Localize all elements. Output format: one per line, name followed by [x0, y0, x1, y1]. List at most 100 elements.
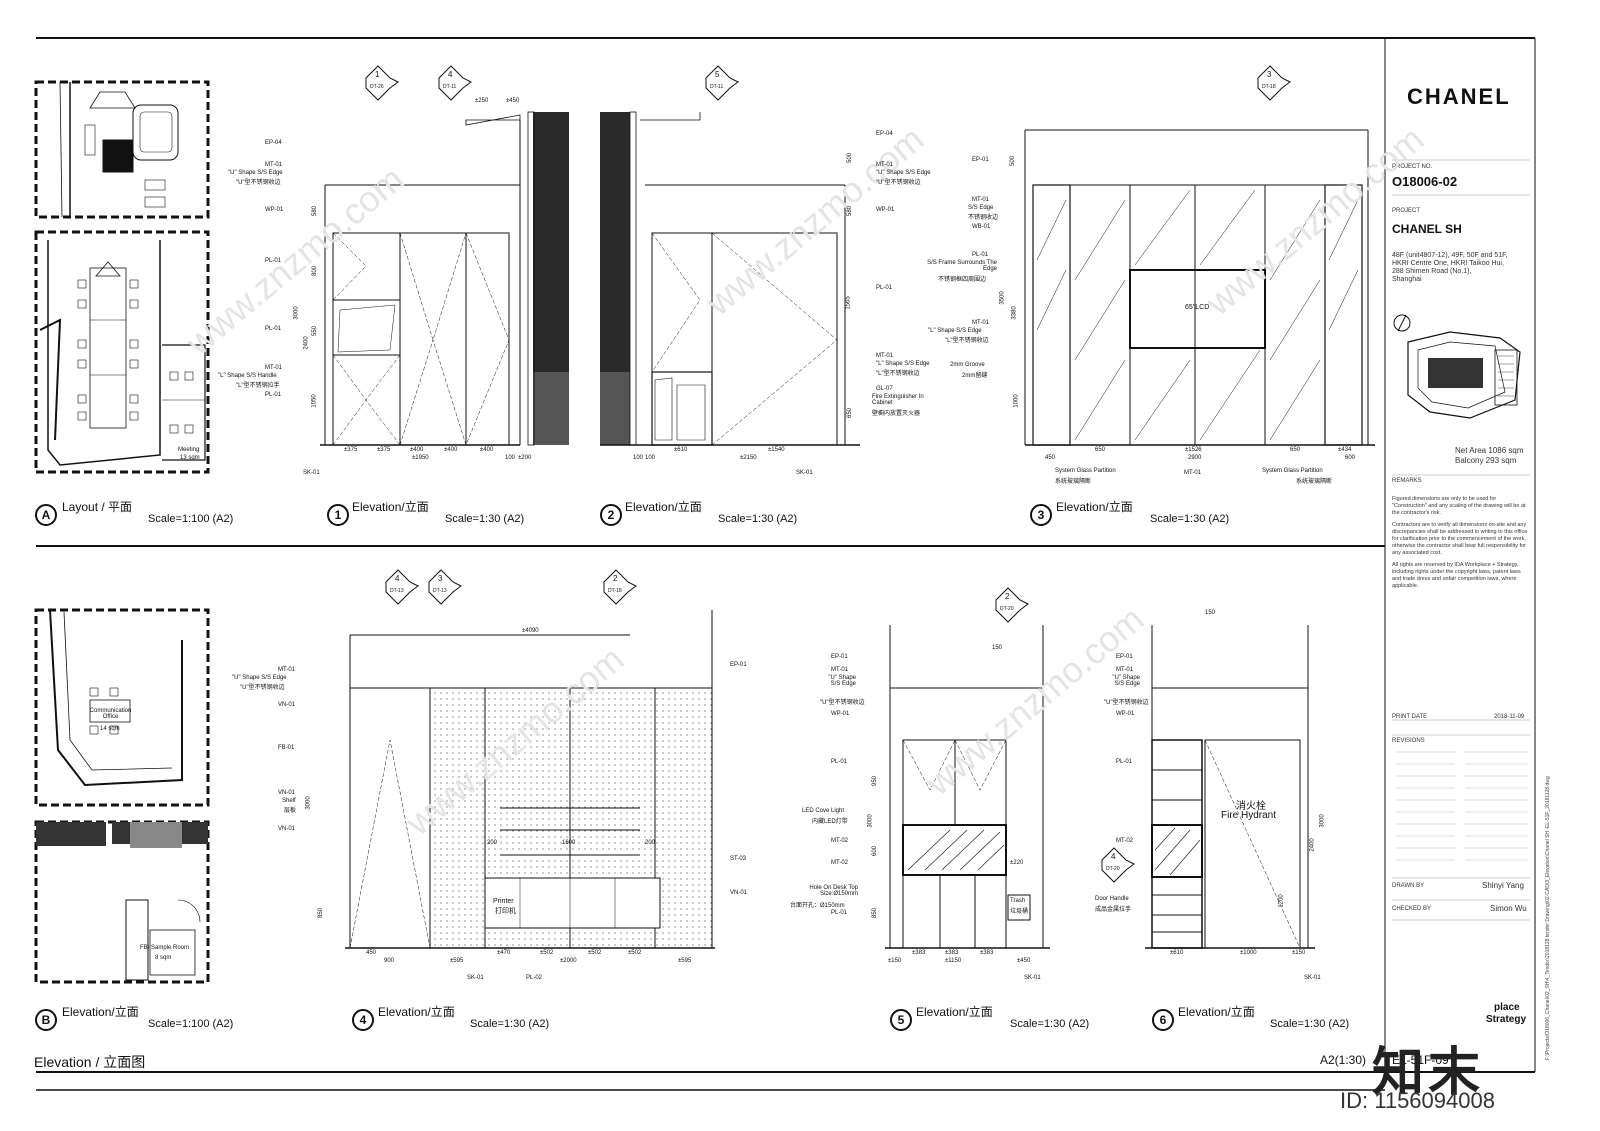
el4-tag-fb01: FB-01	[278, 745, 295, 751]
el1-tag-pl01-b: PL-01	[265, 326, 282, 332]
el5-tag-mt02-a: MT-02	[831, 838, 849, 844]
el3-tag-ep01: EP-01	[972, 157, 989, 163]
revisions-label: REVISIONS	[1392, 738, 1425, 744]
el4-tag-vn01-a: VN-01	[278, 702, 296, 708]
panel-mark-5: 5	[890, 1009, 912, 1031]
el1-dim-14: 550	[312, 325, 319, 337]
callout-ref-6: DT-13	[433, 588, 447, 594]
el1-note-l-handle-en: "L" Shape S/S Handle	[218, 373, 277, 379]
el6-note-u-edge-en: "U" Shape S/S Edge	[1112, 675, 1140, 687]
el6-note-door-handle-cn: 成品金属拉手	[1095, 907, 1132, 913]
el3-note-frame-en: S/S Frame Surrounds The Edge	[927, 260, 997, 272]
el5-trash-cn: 垃圾桶	[1010, 909, 1029, 915]
el5-tag-pl01-b: PL-01	[831, 910, 848, 916]
el5-trash-en: Trash	[1010, 898, 1026, 904]
panel-scale-A: Scale=1:100 (A2)	[148, 513, 234, 525]
callout-num-4: 3	[1267, 70, 1272, 79]
el3-note-groove-en: 2mm Groove	[950, 362, 985, 368]
el5-note-hole-en: Hole On Desk Top Size:Ø150mm	[809, 885, 858, 897]
panel-title-3: Elevation/立面	[1056, 500, 1133, 514]
el1-dim-2: ±375	[377, 447, 391, 453]
el3-lcd-label: 65"LCD	[1185, 304, 1210, 311]
el2-tag-gl07: GL-07	[876, 386, 893, 392]
el5-dim-8: 950	[872, 775, 879, 787]
el3-bottom-mt01: MT-01	[1184, 470, 1202, 476]
callout-num-7: 2	[613, 574, 618, 583]
el2-note-l-edge-en: "L" Shape S/S Edge	[876, 361, 930, 367]
el5-dim-11: 150	[992, 645, 1003, 651]
el3-bottom-glass-cn-a: 系统玻璃隔断	[1055, 479, 1092, 485]
callout-num-6: 3	[438, 574, 443, 583]
project-no-label: PROJECT NO.	[1392, 164, 1433, 170]
el6-tag-sk01: SK-01	[1304, 975, 1321, 981]
el4-printer-en: Printer	[493, 898, 514, 905]
el1-dim-8: ±200	[518, 455, 532, 461]
address-line-1: 48F (unit4807-12), 49F, 50F and 51F,	[1392, 252, 1508, 259]
remark-1: Figured dimensions are only to be used f…	[1392, 496, 1526, 516]
panel-scale-6: Scale=1:30 (A2)	[1270, 1018, 1350, 1030]
panel-mark-1: 1	[327, 504, 349, 526]
panel-mark-2: 2	[600, 504, 622, 526]
panel-scale-4: Scale=1:30 (A2)	[470, 1018, 550, 1030]
el6-tag-pl01: PL-01	[1116, 759, 1133, 765]
el4-dim-7: ±595	[450, 958, 464, 964]
panel-scale-B: Scale=1:100 (A2)	[148, 1018, 234, 1030]
print-date: 2018-11-09	[1494, 714, 1525, 720]
plan-label-meeting: Meeting	[178, 447, 200, 453]
el3-note-l-edge-cn: "L"型不锈钢收边	[945, 338, 989, 344]
el4-dim-3: 200	[487, 840, 498, 846]
plan-label-meeting-area: 13 sqm	[180, 455, 200, 461]
el3-dim-3: ±1526	[1185, 447, 1202, 453]
el3-dim-2: 650	[1095, 447, 1106, 453]
el1-dim-1: ±375	[344, 447, 358, 453]
el3-dim-10: 1000	[1013, 394, 1020, 408]
callout-ref-3: DT-11	[710, 84, 724, 90]
el4-dim-4: 200	[645, 840, 656, 846]
panel-title-2: Elevation/立面	[625, 500, 702, 514]
el3-tag-mt01-a: MT-01	[972, 197, 990, 203]
el2-tag-sk01: SK-01	[796, 470, 813, 476]
el2-tag-ep04: EP-04	[876, 131, 893, 137]
el4-dim-10: ±502	[588, 950, 602, 956]
callout-num-3: 5	[715, 70, 720, 79]
el1-note-u-edge-en: "U" Shape S/S Edge	[228, 170, 283, 176]
el4-printer-cn: 打印机	[495, 908, 516, 915]
el2-note-u-edge-cn: "U"型不锈钢收边	[876, 180, 921, 186]
callout-num-5: 4	[395, 574, 400, 583]
el5-dim-5: ±1150	[945, 958, 962, 964]
el5-dim-4: ±383	[980, 950, 994, 956]
panel-title-5: Elevation/立面	[916, 1005, 993, 1019]
el1-tag-pl01-c: PL-01	[265, 392, 282, 398]
el6-tag-ep01: EP-01	[1116, 654, 1133, 660]
el6-dim-7: 1200	[1278, 894, 1285, 908]
el1-dim-4: ±400	[444, 447, 458, 453]
el5-note-led-cn: 内藏LED灯带	[812, 819, 848, 825]
el4-note-u-edge-en: "U" Shape S/S Edge	[232, 675, 287, 681]
el5-note-hole-cn: 台面开孔：Ø150mm	[790, 903, 845, 909]
el1-tag-wp01: WP-01	[265, 207, 284, 213]
panel-mark-6: 6	[1152, 1009, 1174, 1031]
el3-note-groove-cn: 2mm留缝	[962, 373, 988, 379]
el1-tag-pl01-a: PL-01	[265, 258, 282, 264]
el6-tag-wp01: WP-01	[1116, 711, 1135, 717]
el3-dim-4: 2900	[1188, 455, 1202, 461]
el5-dim-9: 600	[872, 845, 879, 857]
plan-label-comm-office: Communication Office	[89, 708, 132, 720]
el1-dim-9: ±250	[475, 98, 489, 104]
address-line-2: HKRI Centre One, HKRI Taikoo Hui,	[1392, 260, 1504, 267]
el3-bottom-glass-en-b: System Glass Partition	[1262, 468, 1323, 474]
plan-label-sample-room: FBI Sample Room	[140, 945, 190, 951]
el5-tag-ep01: EP-01	[831, 654, 848, 660]
address-line-4: Shanghai	[1392, 276, 1422, 283]
project-name: CHANEL SH	[1392, 222, 1462, 236]
el2-dim-9: 500	[847, 152, 854, 164]
el5-dim-2: ±383	[912, 950, 926, 956]
el5-note-u-edge-cn: "U"型不锈钢收边	[820, 700, 865, 706]
el1-tag-mt01-b: MT-01	[265, 365, 283, 371]
el4-dim-14: 3000	[305, 796, 312, 810]
el1-dim-6: ±1950	[412, 455, 429, 461]
el6-dim-5: 3000	[1319, 814, 1326, 828]
el5-dim-1: ±150	[888, 958, 902, 964]
el5-tag-mt02-b: MT-02	[831, 860, 849, 866]
